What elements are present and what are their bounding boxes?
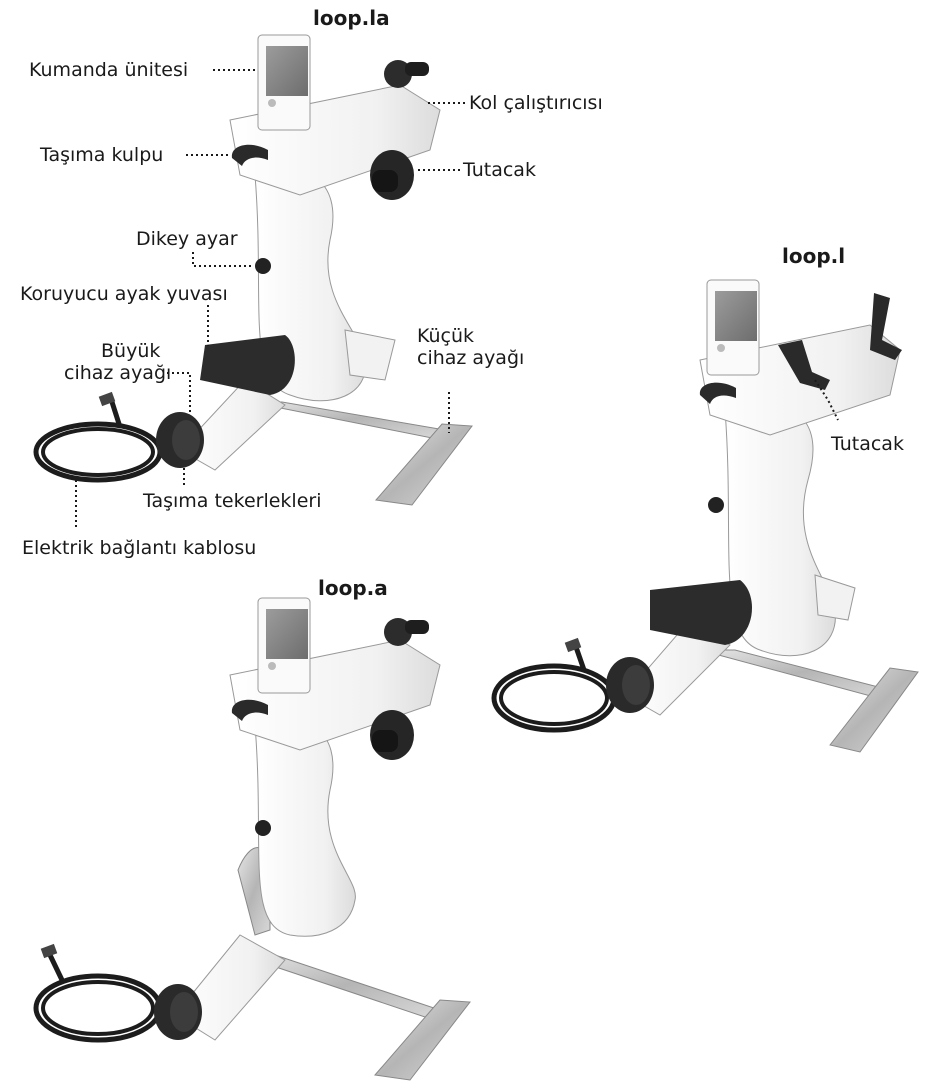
title-loop-l: loop.l: [782, 244, 845, 268]
label-arm-trainer: Kol çalıştırıcısı: [469, 92, 603, 114]
vertical-adjust-knob: [255, 258, 271, 274]
label-handle-la: Tutacak: [463, 159, 536, 181]
label-carry-handle: Taşıma kulpu: [40, 144, 163, 166]
power-cable-coil: [36, 976, 160, 1040]
power-cable-coil: [36, 424, 160, 480]
foot-cup: [200, 335, 295, 395]
label-large-foot-line2: cihaz ayağı: [64, 362, 171, 384]
label-large-foot-line1: Büyük: [101, 340, 160, 362]
label-transport-wheels: Taşıma tekerlekleri: [143, 490, 321, 512]
label-control-unit: Kumanda ünitesi: [29, 59, 188, 81]
label-vertical-adjust: Dikey ayar: [136, 228, 238, 250]
title-loop-la: loop.la: [313, 6, 390, 30]
label-small-foot-line1: Küçük: [417, 325, 474, 347]
power-cable-coil: [494, 666, 614, 730]
handle-right: [870, 293, 902, 360]
label-foot-protector: Koruyucu ayak yuvası: [20, 283, 228, 305]
device-loop-la: [36, 35, 472, 505]
title-loop-a: loop.a: [318, 576, 388, 600]
label-power-cable: Elektrik bağlantı kablosu: [22, 537, 256, 559]
label-small-foot-line2: cihaz ayağı: [417, 347, 524, 369]
device-loop-l: [494, 280, 918, 752]
label-handle-l: Tutacak: [831, 433, 904, 455]
device-loop-a: [36, 598, 470, 1080]
